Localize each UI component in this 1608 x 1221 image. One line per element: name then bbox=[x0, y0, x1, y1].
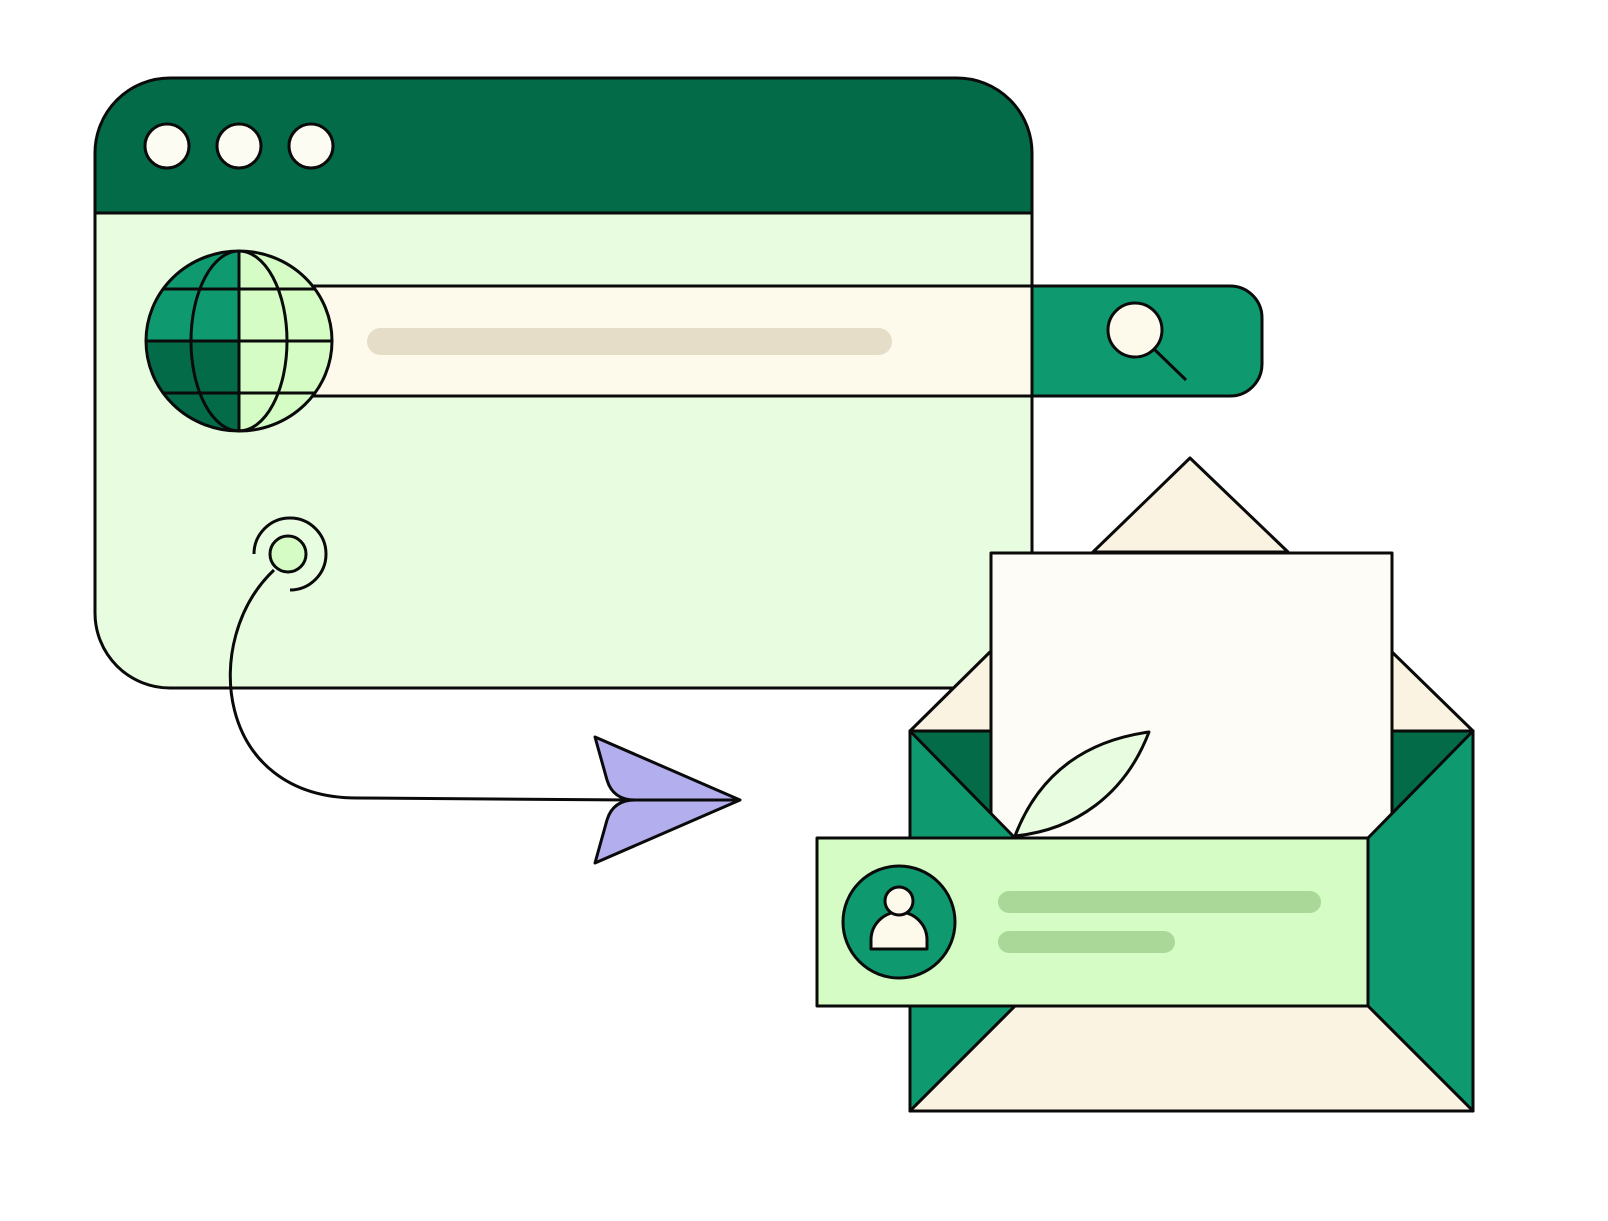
window-dot-minimize[interactable] bbox=[215, 122, 263, 170]
window-dot-maximize[interactable] bbox=[287, 122, 335, 170]
window-dot-close[interactable] bbox=[143, 122, 191, 170]
flight-path bbox=[228, 568, 631, 802]
search-placeholder-line bbox=[367, 328, 892, 355]
browser-header bbox=[93, 76, 1034, 215]
envelope-icon bbox=[908, 456, 1475, 1113]
card-text-line-1 bbox=[998, 891, 1321, 913]
user-avatar-icon bbox=[841, 864, 957, 980]
contact-card bbox=[815, 836, 1370, 1008]
leaf-icon bbox=[1013, 730, 1151, 838]
card-text-line-2 bbox=[998, 931, 1175, 953]
target-icon bbox=[252, 516, 328, 592]
paper-plane-icon bbox=[593, 735, 742, 865]
search-icon bbox=[1106, 301, 1188, 382]
search-bar[interactable] bbox=[298, 284, 1264, 398]
envelope-back-flap bbox=[1091, 456, 1290, 554]
